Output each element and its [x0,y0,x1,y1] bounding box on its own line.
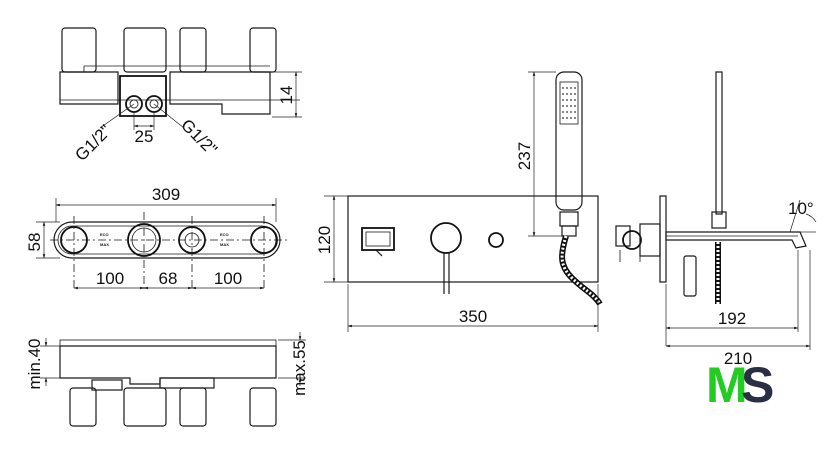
dim-spacing-1: 100 [96,269,124,288]
dim-angle: 10° [788,199,814,218]
top-view: 14 25 G1/2" G1/2" [59,27,302,165]
dim-top-height: 14 [277,86,296,105]
logo-letter-m: M [706,357,748,413]
dim-pipe-spacing: 25 [135,127,154,146]
dim-plate-height: 120 [315,226,334,254]
body-label-max-left: MAX [100,242,109,247]
dim-min-depth: min.40 [25,338,44,389]
logo-letter-s: S [741,357,774,413]
dim-body-width: 309 [152,185,180,204]
dim-max-depth: max.55 [290,340,309,396]
ms-logo: M S [706,357,774,413]
thread-label-right: G1/2" [177,115,221,159]
body-label-eco-left: ECO [100,232,109,237]
front-plate-view: 237 120 350 [315,71,603,332]
side-view: 10° 192 210 [615,71,817,368]
front-body-view: 309 ECO MAX ECO MAX 58 100 68 100 [25,185,290,290]
bottom-view: min.40 max.55 [25,332,309,427]
dim-spacing-2: 68 [159,269,178,288]
dim-spacing-3: 100 [214,269,242,288]
dim-body-depth: 58 [25,233,44,252]
body-label-max-right: MAX [220,242,229,247]
thread-label-left: G1/2" [71,121,115,165]
body-label-eco-right: ECO [220,232,229,237]
dim-spout-length: 192 [718,309,746,328]
dim-total-projection: 210 [724,349,752,368]
dim-plate-width: 350 [459,307,487,326]
dim-hose-height: 237 [515,142,534,170]
